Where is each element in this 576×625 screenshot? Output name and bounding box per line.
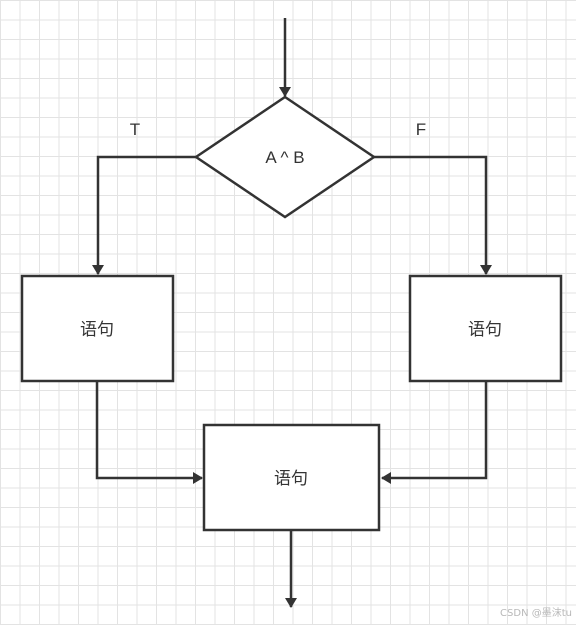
branch-true-label: T [130,120,140,139]
watermark: CSDN @墨沫tu [500,608,572,619]
right-merge-connector [381,381,488,484]
left-statement-label: 语句 [80,320,114,340]
merge-statement-label: 语句 [274,469,308,489]
left-merge-connector [95,381,203,484]
right-statement-label: 语句 [468,320,502,340]
true-branch-connector [92,155,196,275]
decision-diamond[interactable] [193,95,377,219]
merge-statement-box[interactable] [202,423,381,532]
decision-label: A ^ B [265,148,304,167]
right-statement-box[interactable] [408,274,563,383]
branch-false-label: F [416,120,426,139]
false-branch-connector [374,155,492,275]
